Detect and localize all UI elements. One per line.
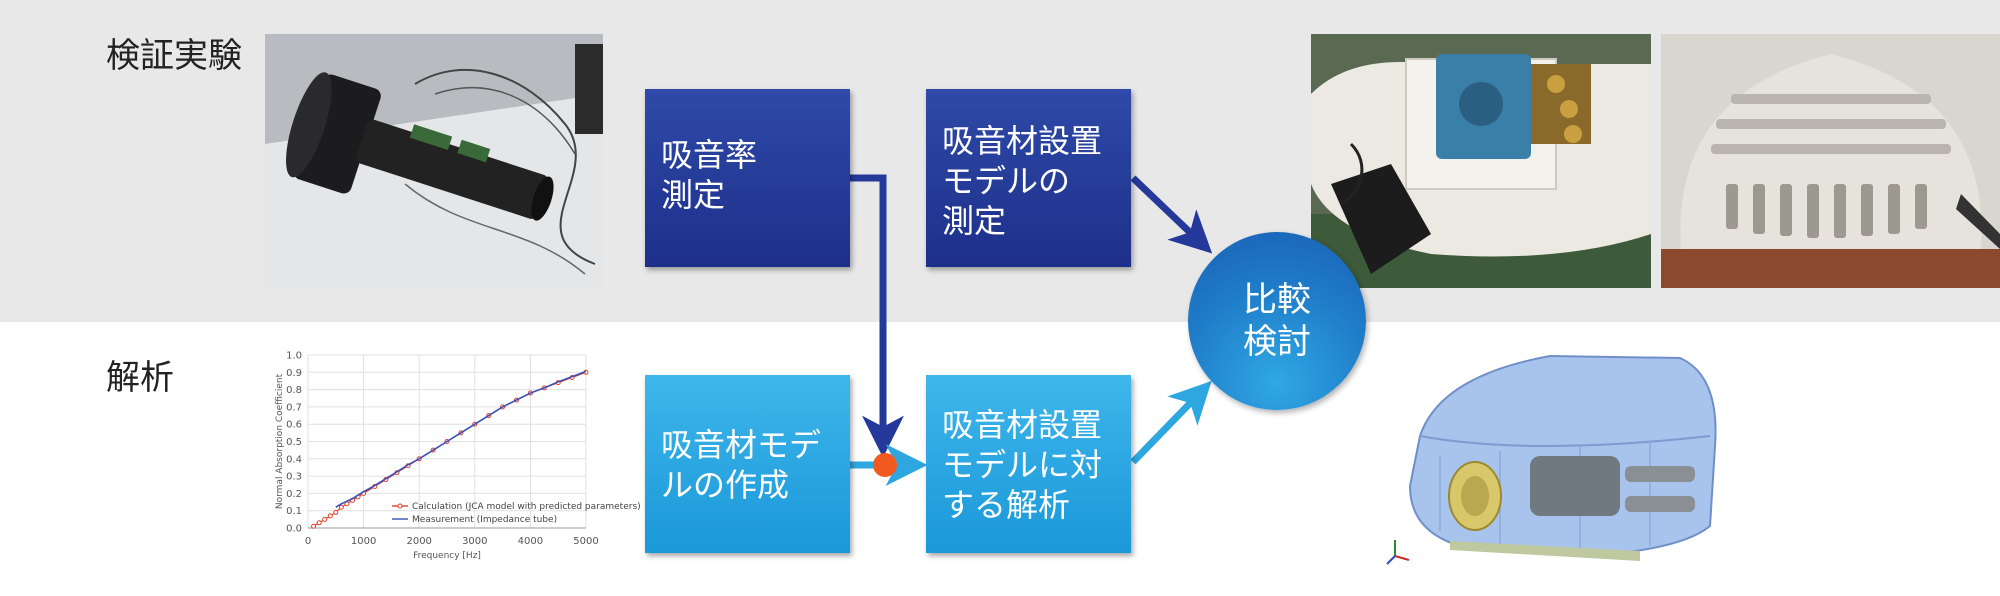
comparison-circle: 比較 検討 bbox=[1188, 232, 1366, 410]
chart-y-tick-label: 0.4 bbox=[286, 454, 302, 465]
chart-x-tick-label: 0 bbox=[305, 536, 311, 547]
chart-legend-label: Calculation (JCA model with predicted pa… bbox=[412, 502, 641, 512]
box-installed-model-analysis: 吸音材設置 モデルに対 する解析 bbox=[926, 375, 1131, 553]
chart-data-point bbox=[555, 380, 561, 386]
chart-data-point bbox=[372, 483, 378, 489]
chart-data-point bbox=[394, 470, 400, 476]
chart-y-tick-label: 0.2 bbox=[286, 489, 302, 500]
junction-dot bbox=[873, 453, 897, 477]
chart-data-point bbox=[322, 516, 328, 522]
chart-data-point bbox=[458, 430, 464, 436]
chart-data-point bbox=[583, 369, 589, 375]
cad-model-render bbox=[1380, 336, 1730, 580]
chart-data-point bbox=[344, 501, 350, 507]
chart-y-tick-label: 0.7 bbox=[286, 402, 302, 413]
box-installed-model-measurement-label: 吸音材設置 モデルの 測定 bbox=[942, 122, 1103, 240]
chart-data-point bbox=[486, 413, 492, 419]
chart-data-point bbox=[355, 494, 361, 500]
chart-x-axis-title: Frequency [Hz] bbox=[413, 551, 481, 561]
chart-data-point bbox=[514, 397, 519, 403]
chart-y-tick-label: 0.9 bbox=[286, 368, 302, 379]
chart-data-point bbox=[430, 447, 436, 453]
chart-legend-marker bbox=[397, 503, 403, 509]
chart-data-point bbox=[361, 490, 367, 496]
chart-data-point bbox=[316, 520, 322, 526]
arrow-analysis-to-comparison bbox=[1130, 380, 1212, 465]
chart-data-point bbox=[500, 404, 506, 410]
chart-y-tick-label: 0.1 bbox=[286, 506, 302, 517]
chart-grid bbox=[307, 354, 587, 529]
impedance-tube-photo bbox=[265, 34, 603, 288]
chart-series bbox=[311, 369, 589, 529]
chart-y-tick-label: 0.5 bbox=[286, 437, 302, 448]
box-absorber-model-creation: 吸音材モデ ルの作成 bbox=[645, 375, 850, 553]
chart-tick-labels: 0.0 0.1 0.2 0.3 0.4 0.5 0.6 0.7 0.8 0.9 1.0 0 1000 20… bbox=[286, 351, 599, 548]
chart-y-axis-title: Normal Absorption Coefficient bbox=[275, 373, 285, 509]
comparison-label: 比較 検討 bbox=[1243, 280, 1311, 362]
box-absorption-measurement: 吸音率 測定 bbox=[645, 89, 850, 267]
chart-data-point bbox=[338, 504, 344, 510]
chart-legend: Calculation (JCA model with predicted pa… bbox=[392, 502, 641, 525]
chart-data-point bbox=[405, 463, 411, 469]
chart-y-tick-label: 0.3 bbox=[286, 472, 302, 483]
device-photo bbox=[1311, 34, 1651, 288]
chart-y-tick-label: 0.8 bbox=[286, 385, 302, 396]
chart-data-point bbox=[349, 497, 355, 503]
chart-data-point bbox=[444, 439, 450, 444]
chart-x-tick-label: 5000 bbox=[573, 536, 598, 547]
chart-series-line bbox=[313, 371, 587, 527]
chart-data-point bbox=[333, 509, 339, 515]
chart-y-tick-label: 1.0 bbox=[286, 351, 302, 362]
chart-x-tick-label: 1000 bbox=[351, 536, 376, 547]
chart-x-tick-label: 4000 bbox=[518, 536, 543, 547]
chart-x-tick-label: 2000 bbox=[406, 536, 431, 547]
box-installed-model-measurement: 吸音材設置 モデルの 測定 bbox=[926, 89, 1131, 267]
chart-data-point bbox=[527, 390, 533, 396]
chart-data-point bbox=[541, 385, 547, 391]
chart-data-point bbox=[472, 421, 478, 427]
chart-series-line bbox=[335, 370, 587, 508]
chart-data-point bbox=[416, 456, 422, 462]
chart-y-tick-label: 0.0 bbox=[286, 524, 302, 535]
section-label-analysis: 解析 bbox=[106, 358, 174, 398]
box-absorption-measurement-label: 吸音率 測定 bbox=[661, 136, 758, 214]
chart-data-point bbox=[569, 374, 575, 380]
chart-x-tick-label: 3000 bbox=[462, 536, 487, 547]
vent-photo bbox=[1661, 34, 2000, 288]
box-installed-model-analysis-label: 吸音材設置 モデルに対 する解析 bbox=[942, 406, 1103, 524]
section-label-verification: 検証実験 bbox=[106, 36, 242, 76]
chart-data-point bbox=[327, 513, 333, 519]
chart-legend-label: Measurement (Impedance tube) bbox=[412, 515, 557, 525]
chart-y-tick-label: 0.6 bbox=[286, 420, 302, 431]
box-absorber-model-creation-label: 吸音材モデ ルの作成 bbox=[661, 426, 822, 504]
chart-data-point bbox=[383, 477, 389, 483]
chart-data-point bbox=[311, 523, 317, 529]
